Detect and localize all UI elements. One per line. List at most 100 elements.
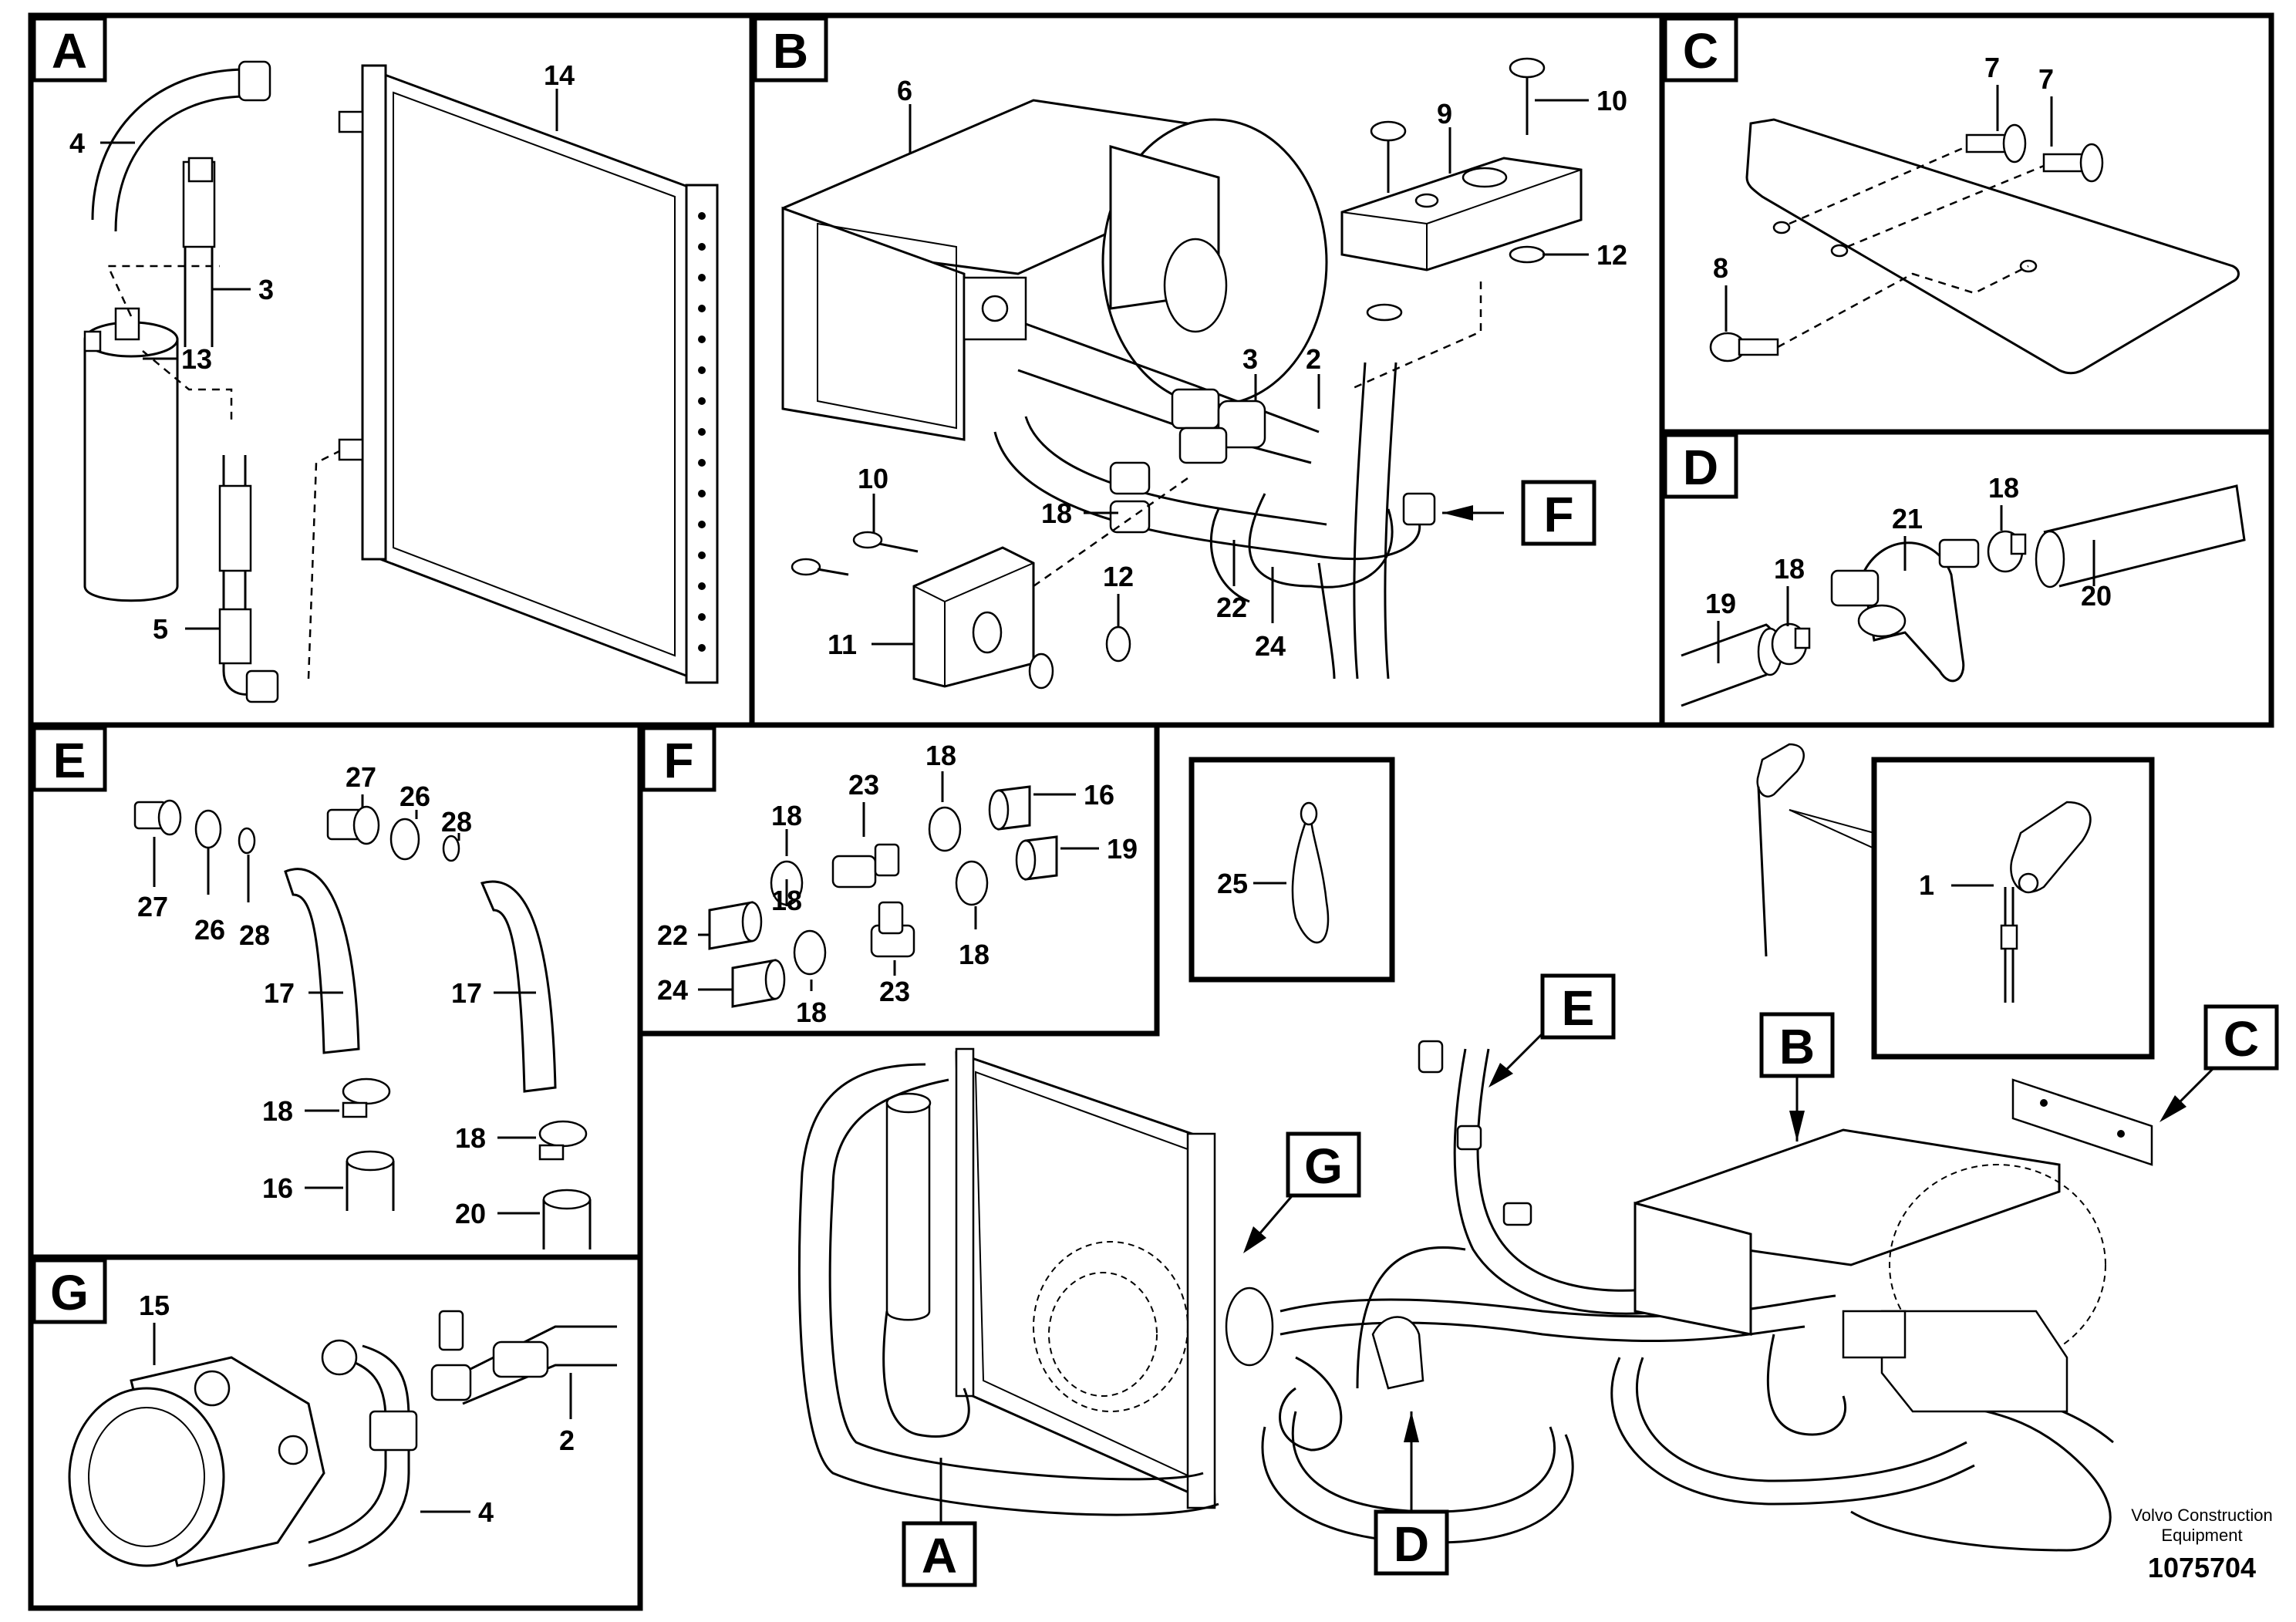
svg-text:C: C [2224, 1011, 2259, 1067]
panel-c-label: C [1663, 16, 1738, 83]
main-evaporator-unit [1633, 1128, 2106, 1413]
svg-text:1: 1 [1919, 869, 1934, 901]
svg-text:22: 22 [1216, 592, 1247, 623]
svg-text:12: 12 [1596, 239, 1627, 271]
svg-text:26: 26 [194, 914, 225, 946]
svg-text:6: 6 [897, 75, 912, 106]
svg-text:7: 7 [1984, 52, 2000, 83]
svg-text:C: C [1683, 23, 1718, 79]
svg-text:Equipment: Equipment [2161, 1526, 2242, 1545]
svg-text:18: 18 [1774, 553, 1805, 585]
hose-5 [218, 455, 279, 703]
svg-text:B: B [773, 23, 808, 79]
svg-text:16: 16 [262, 1172, 293, 1204]
svg-text:20: 20 [455, 1198, 486, 1229]
hose-20 [2035, 484, 2246, 588]
svg-text:2: 2 [1306, 343, 1321, 375]
panel-d-label: D [1663, 433, 1738, 499]
mounting-plate [1745, 118, 2240, 375]
svg-text:26: 26 [400, 781, 430, 812]
panel-e-label: E [32, 726, 107, 792]
panel-b-dashed-leader [1349, 282, 1482, 391]
panel-f-label: F [641, 726, 716, 792]
svg-text:F: F [1543, 487, 1573, 542]
svg-text:27: 27 [346, 761, 376, 793]
hose-2-and-3-fittings [1017, 322, 1320, 464]
panel-e-callouts: 27 26 28 27 26 28 17 17 18 18 16 20 [137, 761, 540, 1229]
panel-a-label: A [32, 16, 107, 83]
clamps-18-f [770, 806, 989, 976]
svg-text:3: 3 [1242, 343, 1258, 375]
svg-text:7: 7 [2038, 63, 2054, 95]
compressor [68, 1356, 325, 1567]
panel-d-callouts: 18 21 18 19 20 [1705, 472, 2112, 663]
panel-f-callouts: 18 23 18 16 19 22 18 24 23 18 18 [657, 740, 1138, 1028]
svg-text:E: E [1562, 980, 1595, 1036]
svg-text:18: 18 [1988, 472, 2019, 504]
svg-text:18: 18 [262, 1095, 293, 1127]
svg-text:1075704: 1075704 [2148, 1552, 2256, 1583]
callout-e: E [1489, 973, 1616, 1088]
condenser-assembly [338, 64, 719, 684]
callout-d: D [1374, 1411, 1449, 1576]
footer-brand: Volvo Construction Equipment 1075704 [2131, 1506, 2272, 1583]
svg-text:25: 25 [1217, 868, 1248, 899]
mounting-block-11 [791, 531, 1131, 690]
hose-4 [91, 60, 271, 232]
svg-text:19: 19 [1107, 833, 1138, 865]
svg-text:10: 10 [858, 463, 888, 494]
svg-text:F: F [663, 733, 693, 788]
panel-a-callouts: 14 4 3 13 5 [69, 59, 575, 645]
callout-b: B [1759, 1012, 1835, 1141]
svg-text:18: 18 [771, 885, 802, 916]
panel-c-dashed-leaders [1777, 145, 2045, 349]
svg-text:27: 27 [137, 891, 168, 922]
svg-text:18: 18 [1041, 497, 1072, 529]
svg-text:28: 28 [239, 919, 270, 951]
panel-c-callouts: 7 7 8 [1713, 52, 2054, 332]
svg-text:19: 19 [1705, 588, 1736, 619]
fittings-27-26-28-left [133, 799, 460, 862]
main-receiver-drier [885, 1092, 932, 1321]
bolt-10-top [1370, 57, 1546, 193]
panel-d-frame [1659, 429, 2274, 728]
svg-text:12: 12 [1103, 561, 1134, 592]
svg-text:28: 28 [441, 806, 472, 838]
main-valve-d [1371, 1316, 1424, 1390]
callout-a: A [902, 1458, 977, 1587]
svg-text:18: 18 [959, 939, 990, 970]
compressor-hoses [308, 1310, 617, 1567]
panel-a-dashed-leaders [106, 265, 340, 679]
screw-8 [1709, 332, 1779, 363]
main-compressor [1033, 1241, 1274, 1412]
svg-text:G: G [1304, 1138, 1343, 1194]
hoses-16-19-22-24-f [708, 785, 1058, 1008]
svg-text:20: 20 [2081, 580, 2112, 612]
panel-b-callouts: 6 9 10 12 3 2 10 18 12 11 22 24 [828, 75, 1627, 662]
washer-12-top [1366, 245, 1546, 322]
evaporator-unit [781, 99, 1328, 441]
svg-text:A: A [52, 23, 87, 79]
dipstick-detail-frame [1871, 757, 2155, 1060]
cable-tie-25: 25 [1217, 801, 1330, 944]
svg-text:4: 4 [69, 127, 85, 159]
main-plate-c [2011, 1078, 2153, 1166]
svg-text:23: 23 [879, 976, 910, 1007]
hose-17 [284, 868, 557, 1093]
svg-text:17: 17 [264, 977, 295, 1009]
svg-text:E: E [53, 733, 86, 788]
svg-text:17: 17 [451, 977, 482, 1009]
clip-detail-frame [1188, 757, 1395, 983]
receiver-drier [83, 307, 179, 602]
panel-b-f-arrow: F [1442, 480, 1596, 546]
svg-text:14: 14 [544, 59, 575, 91]
svg-text:8: 8 [1713, 252, 1728, 284]
svg-text:22: 22 [657, 919, 688, 951]
screw-7 [1965, 123, 2104, 183]
svg-text:10: 10 [1596, 85, 1627, 116]
connectors-23 [831, 843, 915, 958]
svg-text:18: 18 [455, 1122, 486, 1154]
panel-g-frame [28, 1254, 643, 1611]
main-condenser [955, 1047, 1216, 1509]
